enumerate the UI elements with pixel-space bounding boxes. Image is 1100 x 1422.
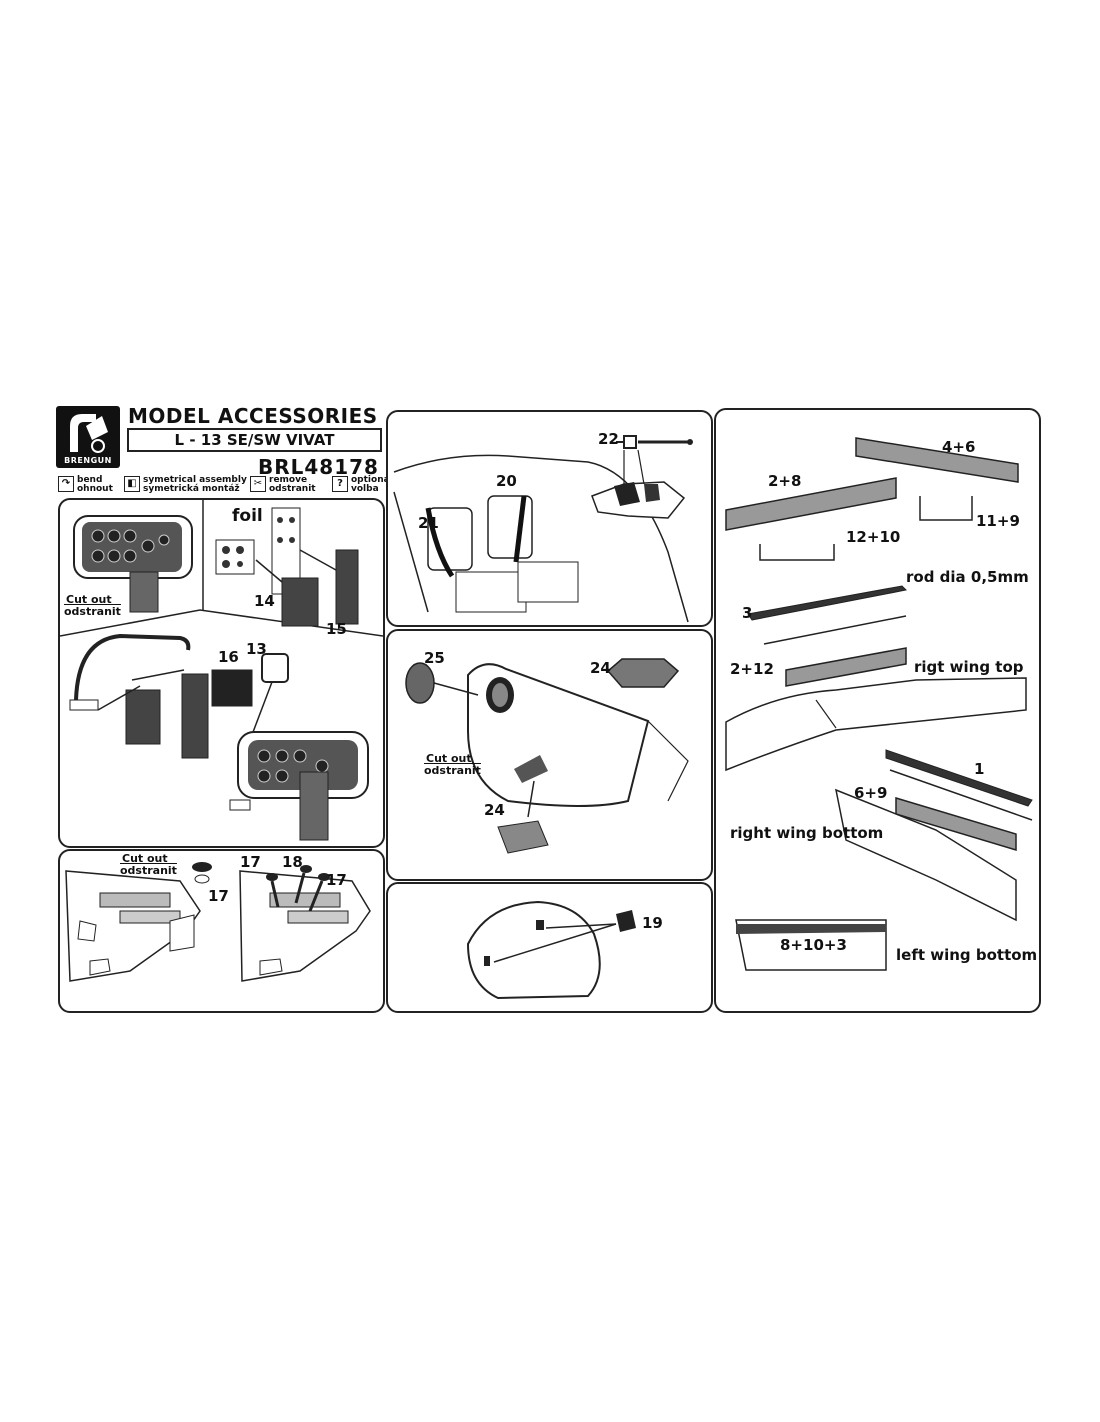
- page-title: MODEL ACCESSORIES: [128, 404, 378, 428]
- kit-name: L - 13 SE/SW VIVAT: [127, 428, 382, 452]
- logo-text: BRENGUN: [64, 456, 112, 465]
- optional-icon: ?: [332, 476, 348, 492]
- part-18: 18: [282, 853, 303, 871]
- part-13: 13: [246, 640, 267, 658]
- wings-drawing: [725, 437, 1033, 971]
- instrument-panel-drawing: [60, 500, 383, 841]
- right-wing-top-label: rigt wing top: [914, 658, 1024, 676]
- cockpit-drawing: [393, 435, 693, 623]
- part-22: 22: [598, 430, 619, 448]
- part-2-8: 2+8: [768, 472, 802, 490]
- remove-icon: ✂: [250, 476, 266, 492]
- legend-sym-text-cz: symetrická montáž: [143, 484, 240, 495]
- part-24b: 24: [484, 801, 505, 819]
- panel-cockpit-seats: 22 20 21: [386, 410, 713, 627]
- right-wing-bottom-label: right wing bottom: [730, 824, 884, 842]
- panel-control-sticks: Cut out odstranit 17 17 18 17: [58, 849, 385, 1013]
- symmetrical-assembly-icon: ◧: [124, 476, 140, 492]
- part-25: 25: [424, 649, 445, 667]
- cutout-label-3-cz: odstranit: [424, 764, 481, 777]
- foil-label: foil: [232, 506, 263, 526]
- kit-code: BRL48178: [258, 455, 379, 479]
- panel-nose: 25 24 Cut out odstranit 24: [386, 629, 713, 881]
- part-8-10-3: 8+10+3: [780, 936, 847, 954]
- part-14: 14: [254, 592, 275, 610]
- cutout-label-cz: odstranit: [64, 605, 121, 618]
- legend-sym-text: symetrical assembly: [143, 475, 247, 485]
- cutout-label-3: Cut out: [426, 752, 472, 765]
- cutout-label-2: Cut out: [122, 852, 168, 865]
- part-12-10: 12+10: [846, 528, 901, 546]
- controls-drawing: [65, 862, 371, 982]
- part-1: 1: [974, 760, 985, 778]
- canopy-drawing: [466, 900, 636, 1000]
- cutout-label-2-cz: odstranit: [120, 864, 177, 877]
- part-24a: 24: [590, 659, 611, 677]
- part-20: 20: [496, 472, 517, 490]
- legend-optional-text: optional: [351, 475, 393, 485]
- legend-optional-text-cz: volba: [351, 484, 379, 495]
- part-3: 3: [742, 604, 753, 622]
- part-17b: 17: [240, 853, 261, 871]
- part-21: 21: [418, 514, 439, 532]
- part-17c: 17: [326, 871, 347, 889]
- part-15: 15: [326, 620, 347, 638]
- part-19: 19: [642, 914, 663, 932]
- rod-label: rod dia 0,5mm: [906, 568, 1029, 586]
- part-11-9: 11+9: [976, 512, 1020, 530]
- legend-remove-text-cz: odstranit: [269, 484, 316, 495]
- logo-mark: [70, 414, 108, 453]
- part-4-6: 4+6: [942, 438, 976, 456]
- panel-wings: 4+6 2+8 12+10 11+9 rod dia 0,5mm 3 2+12 …: [714, 408, 1041, 1013]
- bend-icon: ↷: [58, 476, 74, 492]
- legend-bend-text-cz: ohnout: [77, 484, 113, 495]
- panel-instrument-panel: foil Cut out odstranit 14 15 16 13: [58, 498, 385, 848]
- legend-remove-text: remove: [269, 475, 308, 485]
- legend-bend-text: bend: [77, 475, 103, 485]
- part-2-12: 2+12: [730, 660, 774, 678]
- left-wing-bottom-label: left wing bottom: [896, 946, 1038, 964]
- part-17a: 17: [208, 887, 229, 905]
- panel-canopy: 19: [386, 882, 713, 1013]
- cutout-label: Cut out: [66, 593, 112, 606]
- part-16: 16: [218, 648, 239, 666]
- part-6-9: 6+9: [854, 784, 888, 802]
- brengun-logo: BRENGUN: [56, 406, 120, 468]
- nose-drawing: [405, 658, 689, 854]
